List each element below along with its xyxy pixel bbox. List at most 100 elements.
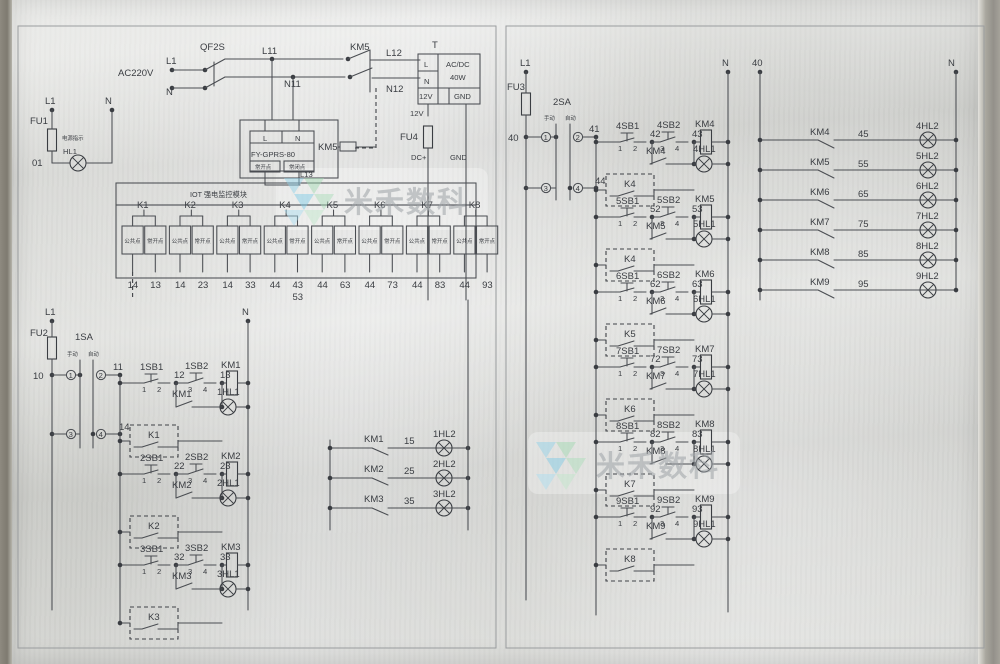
iot-channel-label-k3: K3 [232,200,244,211]
start-button-label: 8SB2 [657,420,680,431]
iot-contact-label: 常开点 [479,237,496,245]
node-label-a: 12 [174,370,185,381]
n-label: N [166,87,173,98]
run-node-label: 95 [858,279,869,290]
node-label-b: 13 [220,370,231,381]
start-pin-4: 4 [675,444,679,453]
node-label-a: 82 [650,429,661,440]
iot-channel-label-k1: K1 [137,200,149,211]
node-l11: L11 [262,46,277,57]
run-contact-label: KM9 [810,277,830,288]
stop-pin-1: 1 [618,444,622,453]
stop-pin-1: 1 [142,476,146,485]
seal-contact-label: KM5 [646,221,666,232]
run-lamp-label: 8HL2 [916,241,939,252]
seal-contact-label: KM9 [646,521,666,532]
auto-contact-label: K4 [624,254,636,265]
node-label-b: 23 [220,461,231,472]
lamp-label: 7HL1 [693,369,716,380]
transformer-tag: T [432,40,438,51]
run-lamp-label: 7HL2 [916,211,939,222]
iot-terminal-number: 13 [150,280,161,291]
r-ctrl-n-label: N [722,58,729,69]
iot-contact-label: 公共点 [314,237,331,245]
start-pin-4: 4 [675,519,679,528]
start-pin-3: 3 [660,144,664,153]
coil-label: KM3 [221,542,241,553]
run-node-label: 75 [858,219,869,230]
stop-pin-2: 2 [157,385,161,394]
coil-label: KM1 [221,360,241,371]
run-node-label: 45 [858,129,869,140]
iot-contact-label: 常开点 [242,237,259,245]
power-indicator-circuit: L1 FU1 01 电源指示 HL1 N [30,96,115,172]
selector-1sa-manual: 手动 [67,350,78,358]
start-button-label: 7SB2 [657,345,680,356]
start-pin-3: 3 [660,444,664,453]
start-pin-3: 3 [660,294,664,303]
r-ctrl-bus-top-41: 41 [589,124,600,135]
iot-terminal-number: 33 [245,280,256,291]
stop-pin-1: 1 [618,219,622,228]
iot-terminal-number: 14 [175,280,186,291]
run-contact-label: KM3 [364,494,384,505]
auto-contact-label: K8 [624,554,636,565]
photo-left-edge [0,0,12,664]
node-label-a: 22 [174,461,185,472]
gprs-km5-coil-label: KM5 [318,142,338,153]
ctrl-node-10: 10 [33,371,44,382]
stop-pin-2: 2 [633,144,637,153]
run-contact-label: KM8 [810,247,830,258]
transformer-type: AC/DC [446,60,470,69]
selector-1sa-auto: 自动 [88,350,99,358]
selector-2sa-manual: 手动 [544,114,555,122]
iot-terminal-number: 44 [270,280,281,291]
iot-module-title: IOT 强电监控模块 [190,190,247,199]
iot-contact-label: 公共点 [124,237,141,245]
iot-channel-label-k5: K5 [327,200,339,211]
iot-terminal-number: 23 [198,280,209,291]
start-button-label: 9SB2 [657,495,680,506]
selector-2sa-auto: 自动 [565,114,576,122]
auto-contact-label: K1 [148,430,160,441]
iot-channel-label-k8: K8 [469,200,481,211]
stop-button-label: 3SB1 [140,544,163,555]
start-button-label: 5SB2 [657,195,680,206]
lamp-label: 6HL1 [693,294,716,305]
ctrl-n-label: N [242,307,249,318]
iot-terminal-number: 93 [482,280,493,291]
run-contact-label: KM6 [810,187,830,198]
start-pin-3: 3 [660,519,664,528]
iot-channel-label-k2: K2 [184,200,196,211]
iot-module: IOT 强电监控模块 公共点14常开点13K1公共点14常开点23K2公共点14… [115,182,499,303]
lamp-label: 5HL1 [693,219,716,230]
stop-button-label: 2SB1 [140,453,163,464]
node-l12: L12 [386,48,402,59]
breaker-label: QF2S [200,42,225,53]
fuse-fu4-label: FU4 [400,132,418,143]
km5-contact-label: KM5 [350,42,370,53]
start-button-label: 2SB2 [185,452,208,463]
svg-text:1: 1 [69,371,73,380]
svg-text:1: 1 [544,133,548,142]
stop-pin-2: 2 [157,567,161,576]
iot-contact-label: 常开点 [289,237,306,245]
power-row: AC220V L1 N QF2S L11 N11 KM5 [118,42,421,149]
run-node-label: 35 [404,496,415,507]
seal-contact-label: KM8 [646,446,666,457]
node-label-a: 92 [650,504,661,515]
run-node-label: 65 [858,189,869,200]
hl1-tag: HL1 [63,147,77,156]
hl1-note: 电源指示 [62,134,84,142]
seal-contact-label: KM7 [646,371,666,382]
lamp-label: 2HL1 [217,478,240,489]
iot-terminal-number: 14 [222,280,233,291]
start-pin-3: 3 [660,369,664,378]
gprs-contact-no: 常开点 [255,163,272,171]
start-pin-3: 3 [188,567,192,576]
run-lamp-label: 2HL2 [433,459,456,470]
start-button-label: 4SB2 [657,120,680,131]
